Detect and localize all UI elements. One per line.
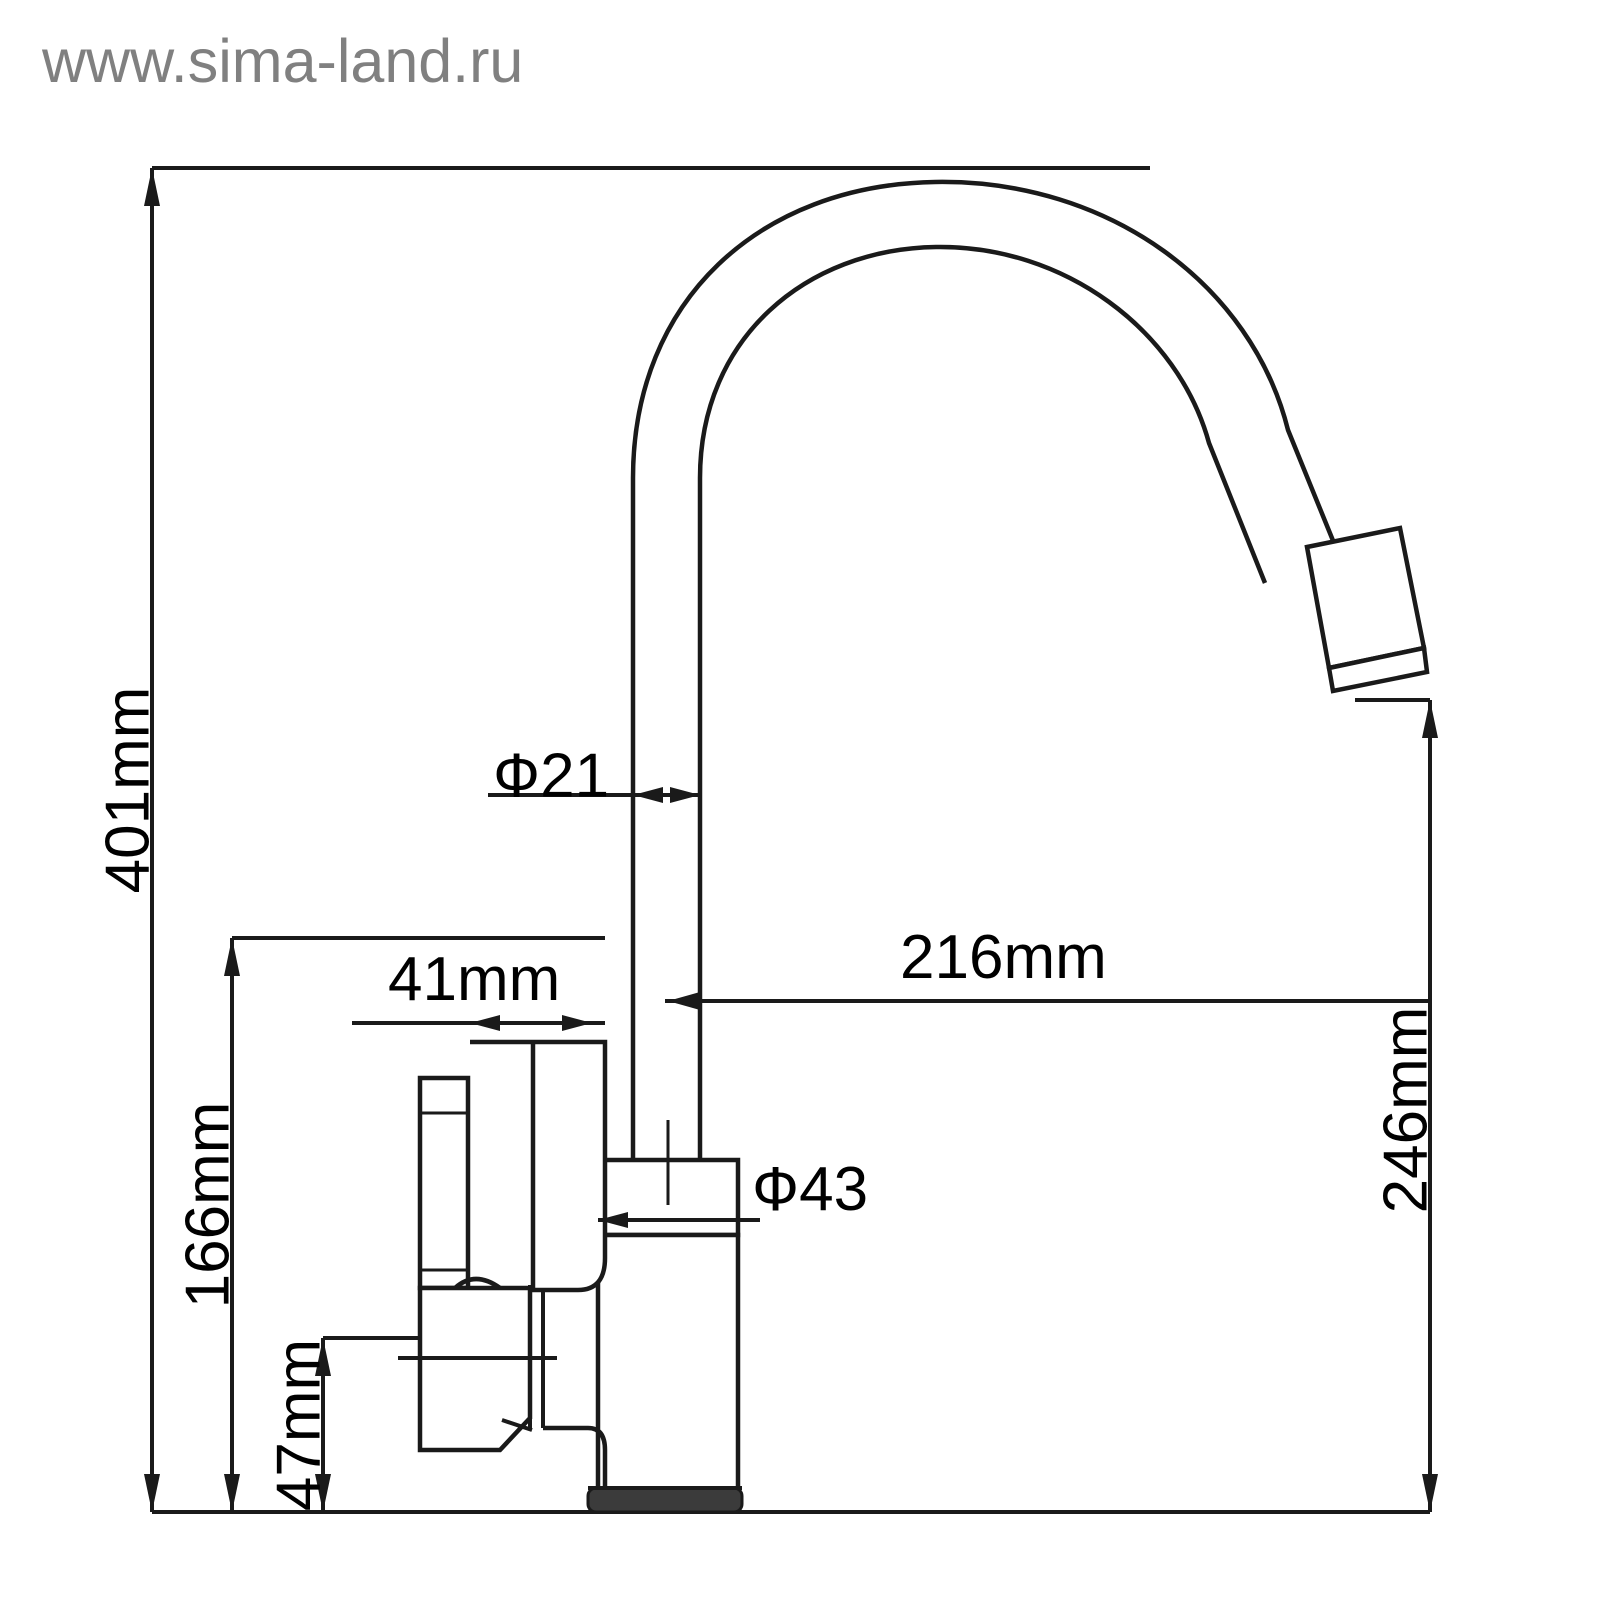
dimension-frame [150,166,1432,1514]
label-216mm: 216mm [900,923,1107,992]
label-401mm: 401mm [93,687,162,894]
dimension-216mm [665,992,1430,1010]
label-phi21: Ф21 [493,741,609,810]
site-watermark: www.sima-land.ru [42,27,524,95]
faucet-spout-tube [630,179,1339,1160]
label-166mm: 166mm [173,1102,242,1309]
faucet-escutcheon [398,1276,608,1490]
dimension-phi21 [488,740,702,940]
frame-arrowheads [144,168,1438,1512]
faucet-cartridge-housing [470,1039,608,1293]
label-41mm: 41mm [388,945,560,1014]
dimension-41mm [352,1015,605,1031]
dimension-labels: 401mm 166mm 47mm 246mm Ф21 41mm 216mm Ф4… [93,687,1440,1512]
dimension-phi43 [598,1212,760,1228]
faucet-handle-lever [417,1075,471,1291]
spout-aerator [1304,525,1430,694]
label-47mm: 47mm [264,1339,333,1511]
faucet-base-plate [586,1486,744,1514]
faucet-body-column [595,1232,741,1493]
label-phi43: Ф43 [752,1155,868,1224]
label-246mm: 246mm [1371,1007,1440,1214]
